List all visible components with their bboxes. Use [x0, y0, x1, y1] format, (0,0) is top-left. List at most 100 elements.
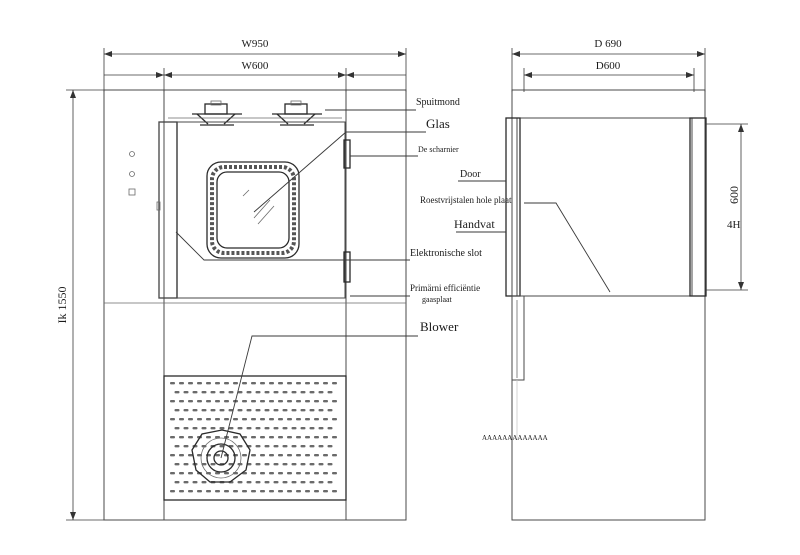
perforation-hole	[309, 391, 315, 394]
perforation-holes	[170, 382, 337, 493]
perforation-hole	[246, 427, 252, 430]
perforation-hole	[305, 472, 310, 475]
perforation-hole	[260, 382, 265, 385]
perforation-hole	[300, 391, 306, 394]
perforation-hole	[278, 400, 283, 403]
perforation-hole	[273, 427, 279, 430]
perforation-hole	[192, 391, 198, 394]
perforation-hole	[332, 472, 337, 475]
perforation-hole	[300, 427, 306, 430]
perforation-hole	[309, 445, 315, 448]
perforation-hole	[251, 436, 256, 439]
window-gasket	[210, 165, 296, 255]
perforation-hole	[170, 436, 175, 439]
perforation-hole	[242, 490, 247, 493]
perforation-hole	[197, 418, 202, 421]
text-labels: W950 W600 D 690 D600 Ik 1550 600 4H Spui…	[55, 38, 741, 442]
glass-reflection-1	[253, 199, 271, 219]
perforation-hole	[192, 481, 198, 484]
perforation-hole	[287, 436, 292, 439]
perforation-hole	[188, 418, 193, 421]
perforation-hole	[170, 382, 175, 385]
perforation-hole	[318, 391, 324, 394]
dim-height-window: 600	[727, 186, 741, 204]
perforation-hole	[305, 382, 310, 385]
perforation-hole	[291, 463, 297, 466]
perforation-hole	[278, 490, 283, 493]
perforation-hole	[314, 382, 319, 385]
perforation-hole	[242, 454, 247, 457]
perforation-hole	[170, 400, 175, 403]
perforation-hole	[242, 418, 247, 421]
perforation-hole	[183, 463, 189, 466]
label-glas: Glas	[426, 116, 450, 131]
perforation-hole	[170, 454, 175, 457]
perforation-hole	[255, 391, 261, 394]
perforation-hole	[179, 454, 184, 457]
perforation-hole	[332, 382, 337, 385]
perforation-hole	[170, 490, 175, 493]
door-panel	[158, 121, 346, 299]
perforation-hole	[183, 427, 189, 430]
perforation-hole	[246, 409, 252, 412]
perforation-hole	[273, 481, 279, 484]
perforation-hole	[260, 400, 265, 403]
perforation-hole	[264, 463, 270, 466]
perforation-hole	[233, 490, 238, 493]
blower-fan	[191, 429, 251, 483]
perforation-hole	[224, 472, 229, 475]
label-stray: AAAAAAAAAAAAA	[482, 434, 548, 442]
perforation-hole	[296, 436, 301, 439]
perforation-hole	[273, 391, 279, 394]
perforation-hole	[287, 472, 292, 475]
perforation-hole	[210, 391, 216, 394]
dim-height-total: Ik 1550	[55, 287, 69, 324]
perforation-hole	[228, 463, 234, 466]
perforation-hole	[287, 454, 292, 457]
perforation-hole	[278, 436, 283, 439]
perforation-hole	[174, 409, 180, 412]
perforation-hole	[192, 409, 198, 412]
perforation-hole	[228, 409, 234, 412]
perforation-hole	[296, 382, 301, 385]
perforation-hole	[188, 400, 193, 403]
perforation-hole	[300, 481, 306, 484]
perforation-hole	[278, 472, 283, 475]
perforation-hole	[233, 418, 238, 421]
perforation-hole	[224, 400, 229, 403]
perforation-hole	[237, 445, 243, 448]
dim-d600: D600	[596, 60, 621, 72]
perforation-hole	[296, 490, 301, 493]
perforation-hole	[323, 436, 328, 439]
perforation-hole	[210, 409, 216, 412]
perforation-hole	[224, 418, 229, 421]
perforation-hole	[192, 427, 198, 430]
label-spuitmond: Spuitmond	[416, 97, 460, 108]
perforation-hole	[206, 400, 211, 403]
perforation-hole	[197, 490, 202, 493]
perforation-hole	[332, 436, 337, 439]
perforation-hole	[237, 409, 243, 412]
perforation-hole	[255, 463, 261, 466]
perforation-hole	[170, 418, 175, 421]
perforation-hole	[318, 463, 324, 466]
perforation-hole	[260, 490, 265, 493]
perforation-hole	[179, 400, 184, 403]
perforation-hole	[251, 382, 256, 385]
perforation-hole	[305, 490, 310, 493]
dim-w600: W600	[242, 60, 269, 72]
perforation-hole	[233, 382, 238, 385]
perforation-hole	[323, 382, 328, 385]
perforation-hole	[206, 436, 211, 439]
perforation-hole	[269, 454, 274, 457]
perforation-hole	[179, 382, 184, 385]
perforation-hole	[215, 418, 220, 421]
indicator-light-1	[129, 151, 135, 157]
glass-reflection-3	[242, 189, 250, 197]
perforation-hole	[246, 481, 252, 484]
dim-w950: W950	[242, 38, 269, 50]
perforation-hole	[174, 427, 180, 430]
label-primair-1: Primärni efficiëntie	[410, 283, 480, 293]
dim-d690: D 690	[594, 38, 622, 50]
